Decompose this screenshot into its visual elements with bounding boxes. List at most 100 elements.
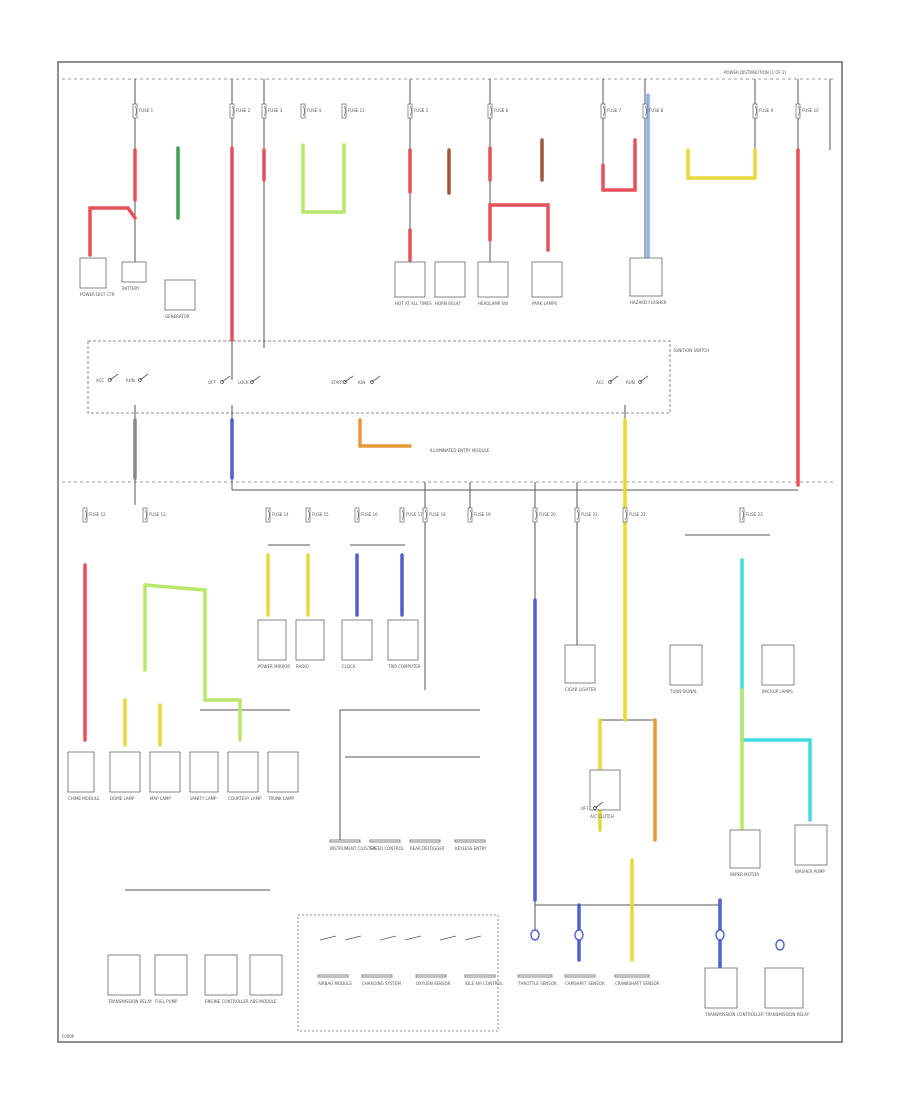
bottom-component-3: ABS MODULE: [249, 954, 283, 1004]
bottom-component-4: AIRBAG MODULE: [317, 974, 352, 986]
mid-fuse-9-body: [574, 507, 580, 523]
top-fuse-4: FUSE 5: [407, 103, 429, 119]
ignition-switch-label: IGNITION SWITCH: [674, 348, 709, 353]
mid-fuse-11-label: FUSE 23: [746, 512, 763, 517]
top-component-7-label: HAZARD FLASHER: [630, 300, 667, 305]
mid-component-2-box: [341, 619, 373, 661]
switch-contact-7-label: RUN: [626, 380, 635, 385]
switch-contact-4-label: START: [331, 380, 344, 385]
switch-contact-5-blade: [371, 375, 381, 383]
lower-component-0-label: CHIME MODULE: [68, 796, 100, 801]
top-component-0-label: POWER DIST CTR: [80, 292, 115, 297]
bottom-component-11: TRANSMISSION CONTROLLER: [704, 967, 764, 1017]
lower-component-2-box: [149, 751, 181, 793]
top-component-6-box: [531, 261, 563, 298]
lower-component-3-label: VANITY LAMP: [190, 796, 217, 801]
wire-runs: [83, 93, 812, 972]
lower-component-8-label: REAR DEFOGGER: [410, 846, 445, 851]
top-fuse-3-element: [302, 105, 305, 117]
top-component-2: GENERATOR: [164, 279, 196, 319]
mid-fuse-4-element: [356, 509, 359, 521]
lower-component-4-label: COURTESY LAMP: [228, 796, 262, 801]
wire-red-0: [88, 206, 137, 257]
top-fuse-10-element: [343, 105, 346, 117]
top-fuse-9-body: [795, 103, 801, 119]
mid-component-3: TRIP COMPUTER: [387, 619, 421, 669]
top-fuse-4-label: FUSE 5: [414, 108, 429, 113]
lower-component-7: SPEED CONTROL: [369, 839, 405, 851]
mid-component-7-label: WIPER MOTOR: [730, 872, 759, 877]
top-fuse-1-label: FUSE 2: [236, 108, 251, 113]
bottom-component-1-box: [154, 954, 188, 996]
mid-fuse-1-label: FUSE 13: [149, 512, 166, 517]
top-fuse-6-label: FUSE 7: [607, 108, 622, 113]
switch-contact-5: IGN: [358, 375, 381, 385]
lower-component-4-box: [227, 751, 259, 793]
mid-fuse-10: FUSE 22: [622, 507, 646, 523]
switch-contact-4-blade: [344, 375, 354, 383]
switch-contact-7: RUN: [626, 375, 649, 385]
top-fuse-0-element: [134, 105, 137, 117]
lower-component-9-box: [454, 839, 486, 843]
mid-fuse-11-element: [741, 509, 744, 521]
mid-component-1: RADIO: [295, 619, 325, 669]
bottom-switch-3: [404, 935, 422, 941]
bottom-component-9-box: [564, 974, 596, 978]
bottom-component-8-box: [517, 974, 553, 978]
mid-fuse-7-element: [469, 509, 472, 521]
switch-contact-4: START: [331, 375, 354, 385]
mid-component-9-label: A/C CLUTCH: [590, 814, 614, 819]
top-component-5-label: HEADLAMP SW: [478, 301, 508, 306]
wire-orange-17: [358, 418, 412, 448]
bottom-switch-0: [319, 935, 337, 941]
mid-component-6-box: [761, 644, 795, 686]
mid-fuse-1-body: [142, 507, 148, 523]
bottom-component-0: TRANSMISSION RELAY: [107, 954, 153, 1004]
top-fuse-8-element: [754, 105, 757, 117]
switch-contact-3-label: LOCK: [238, 380, 249, 385]
mid-component-5-label: TURN SIGNAL: [669, 689, 698, 694]
mid-component-2: CLOCK: [341, 619, 373, 669]
wire-yellow-14: [686, 148, 757, 180]
top-fuse-10: FUSE 11: [341, 103, 365, 119]
diagram-frame: [57, 61, 843, 1043]
mid-fuse-7: FUSE 19: [467, 507, 491, 523]
top-fuse-2-body: [261, 103, 267, 119]
switch-contact-3-blade: [251, 375, 261, 383]
top-fuse-7: FUSE 8: [642, 103, 664, 119]
bottom-switch-5: [464, 935, 482, 941]
connector-oval-1: [574, 929, 584, 941]
mid-fuse-5-label: FUSE 17: [406, 512, 423, 517]
mid-fuse-0-body: [82, 507, 88, 523]
bottom-switch-2: [379, 935, 397, 941]
mid-component-5: TURN SIGNAL: [669, 644, 703, 694]
switch-contact-2-blade: [221, 375, 231, 383]
top-fuse-8: FUSE 9: [752, 103, 774, 119]
lower-component-1-label: DOME LAMP: [110, 796, 135, 801]
top-component-7: HAZARD FLASHER: [629, 257, 667, 305]
wire-red-12: [601, 138, 637, 192]
mid-component-7-box: [729, 829, 761, 869]
mid-fuse-4: FUSE 16: [354, 507, 378, 523]
mid-fuse-3: FUSE 15: [305, 507, 329, 523]
mid-component-3-box: [387, 619, 419, 661]
top-fuse-2-label: FUSE 3: [268, 108, 283, 113]
lower-component-5-label: TRUNK LAMP: [267, 796, 295, 801]
bottom-component-11-label: TRANSMISSION CONTROLLER: [704, 1012, 764, 1017]
mid-fuse-7-label: FUSE 19: [474, 512, 491, 517]
top-component-0: POWER DIST CTR: [79, 257, 115, 297]
wire-cyan-33: [740, 558, 812, 822]
bottom-switch-4: [439, 935, 457, 941]
mid-fuse-0: FUSE 12: [82, 507, 106, 523]
top-fuse-9: FUSE 10: [795, 103, 819, 119]
bottom-component-2-box: [204, 954, 238, 996]
mid-fuse-5-element: [401, 509, 404, 521]
mid-component-6-label: BACKUP LAMPS: [762, 689, 793, 694]
mid-fuse-8-element: [534, 509, 537, 521]
mid-fuse-6: FUSE 18: [422, 507, 446, 523]
mid-component-5-box: [669, 644, 703, 686]
top-fuse-0-label: FUSE 1: [139, 108, 154, 113]
mid-fuse-7-body: [467, 507, 473, 523]
lower-component-1-box: [109, 751, 141, 793]
